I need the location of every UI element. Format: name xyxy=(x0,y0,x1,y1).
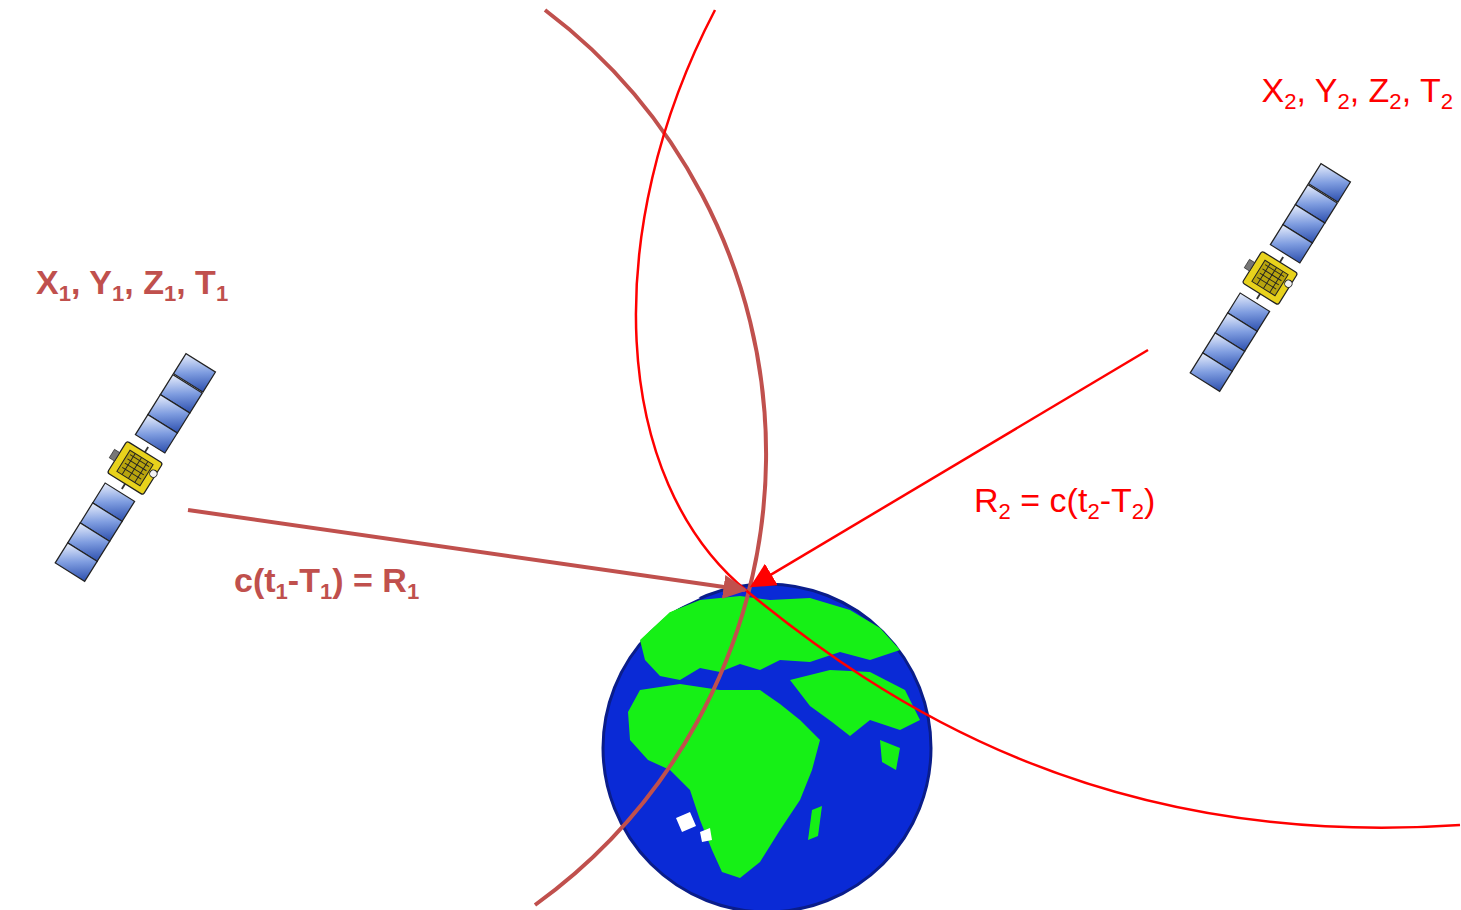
subscript: 2 xyxy=(1132,499,1144,524)
satellite xyxy=(1182,158,1355,394)
text-run: X xyxy=(36,263,59,301)
text-run: ) xyxy=(1144,481,1155,519)
subscript: 1 xyxy=(407,579,419,604)
subscript: 1 xyxy=(320,579,332,604)
subscript: 1 xyxy=(112,281,124,306)
text-run: , Y xyxy=(71,263,112,301)
equation-label: X1, Y1, Z1, T1 xyxy=(36,262,228,303)
subscript: 2 xyxy=(999,499,1011,524)
text-run: ) = R xyxy=(332,561,407,599)
satellite xyxy=(47,348,220,584)
text-run: R xyxy=(974,481,999,519)
range-arc xyxy=(535,10,766,905)
subscript: 1 xyxy=(59,281,71,306)
equation-label: c(t1-T1) = R1 xyxy=(234,560,419,601)
range-arc xyxy=(636,10,1460,828)
subscript: 2 xyxy=(1337,89,1349,114)
equation-label: X2, Y2, Z2, T2 xyxy=(1261,70,1453,111)
subscript: 1 xyxy=(276,579,288,604)
text-run: , T xyxy=(1402,71,1441,109)
text-run: = c(t xyxy=(1011,481,1088,519)
equation-label: R2 = c(t2-T2) xyxy=(974,480,1155,521)
text-run: c(t xyxy=(234,561,276,599)
subscript: 1 xyxy=(164,281,176,306)
text-run: , Z xyxy=(1350,71,1390,109)
text-run: , Z xyxy=(124,263,164,301)
text-run: -T xyxy=(1100,481,1132,519)
subscript: 2 xyxy=(1441,89,1453,114)
text-run: X xyxy=(1261,71,1284,109)
signal-ray xyxy=(752,350,1148,586)
text-run: -T xyxy=(288,561,320,599)
earth xyxy=(603,584,931,910)
subscript: 2 xyxy=(1087,499,1099,524)
subscript: 2 xyxy=(1284,89,1296,114)
subscript: 1 xyxy=(216,281,228,306)
text-run: , Y xyxy=(1296,71,1337,109)
subscript: 2 xyxy=(1389,89,1401,114)
text-run: , T xyxy=(176,263,216,301)
